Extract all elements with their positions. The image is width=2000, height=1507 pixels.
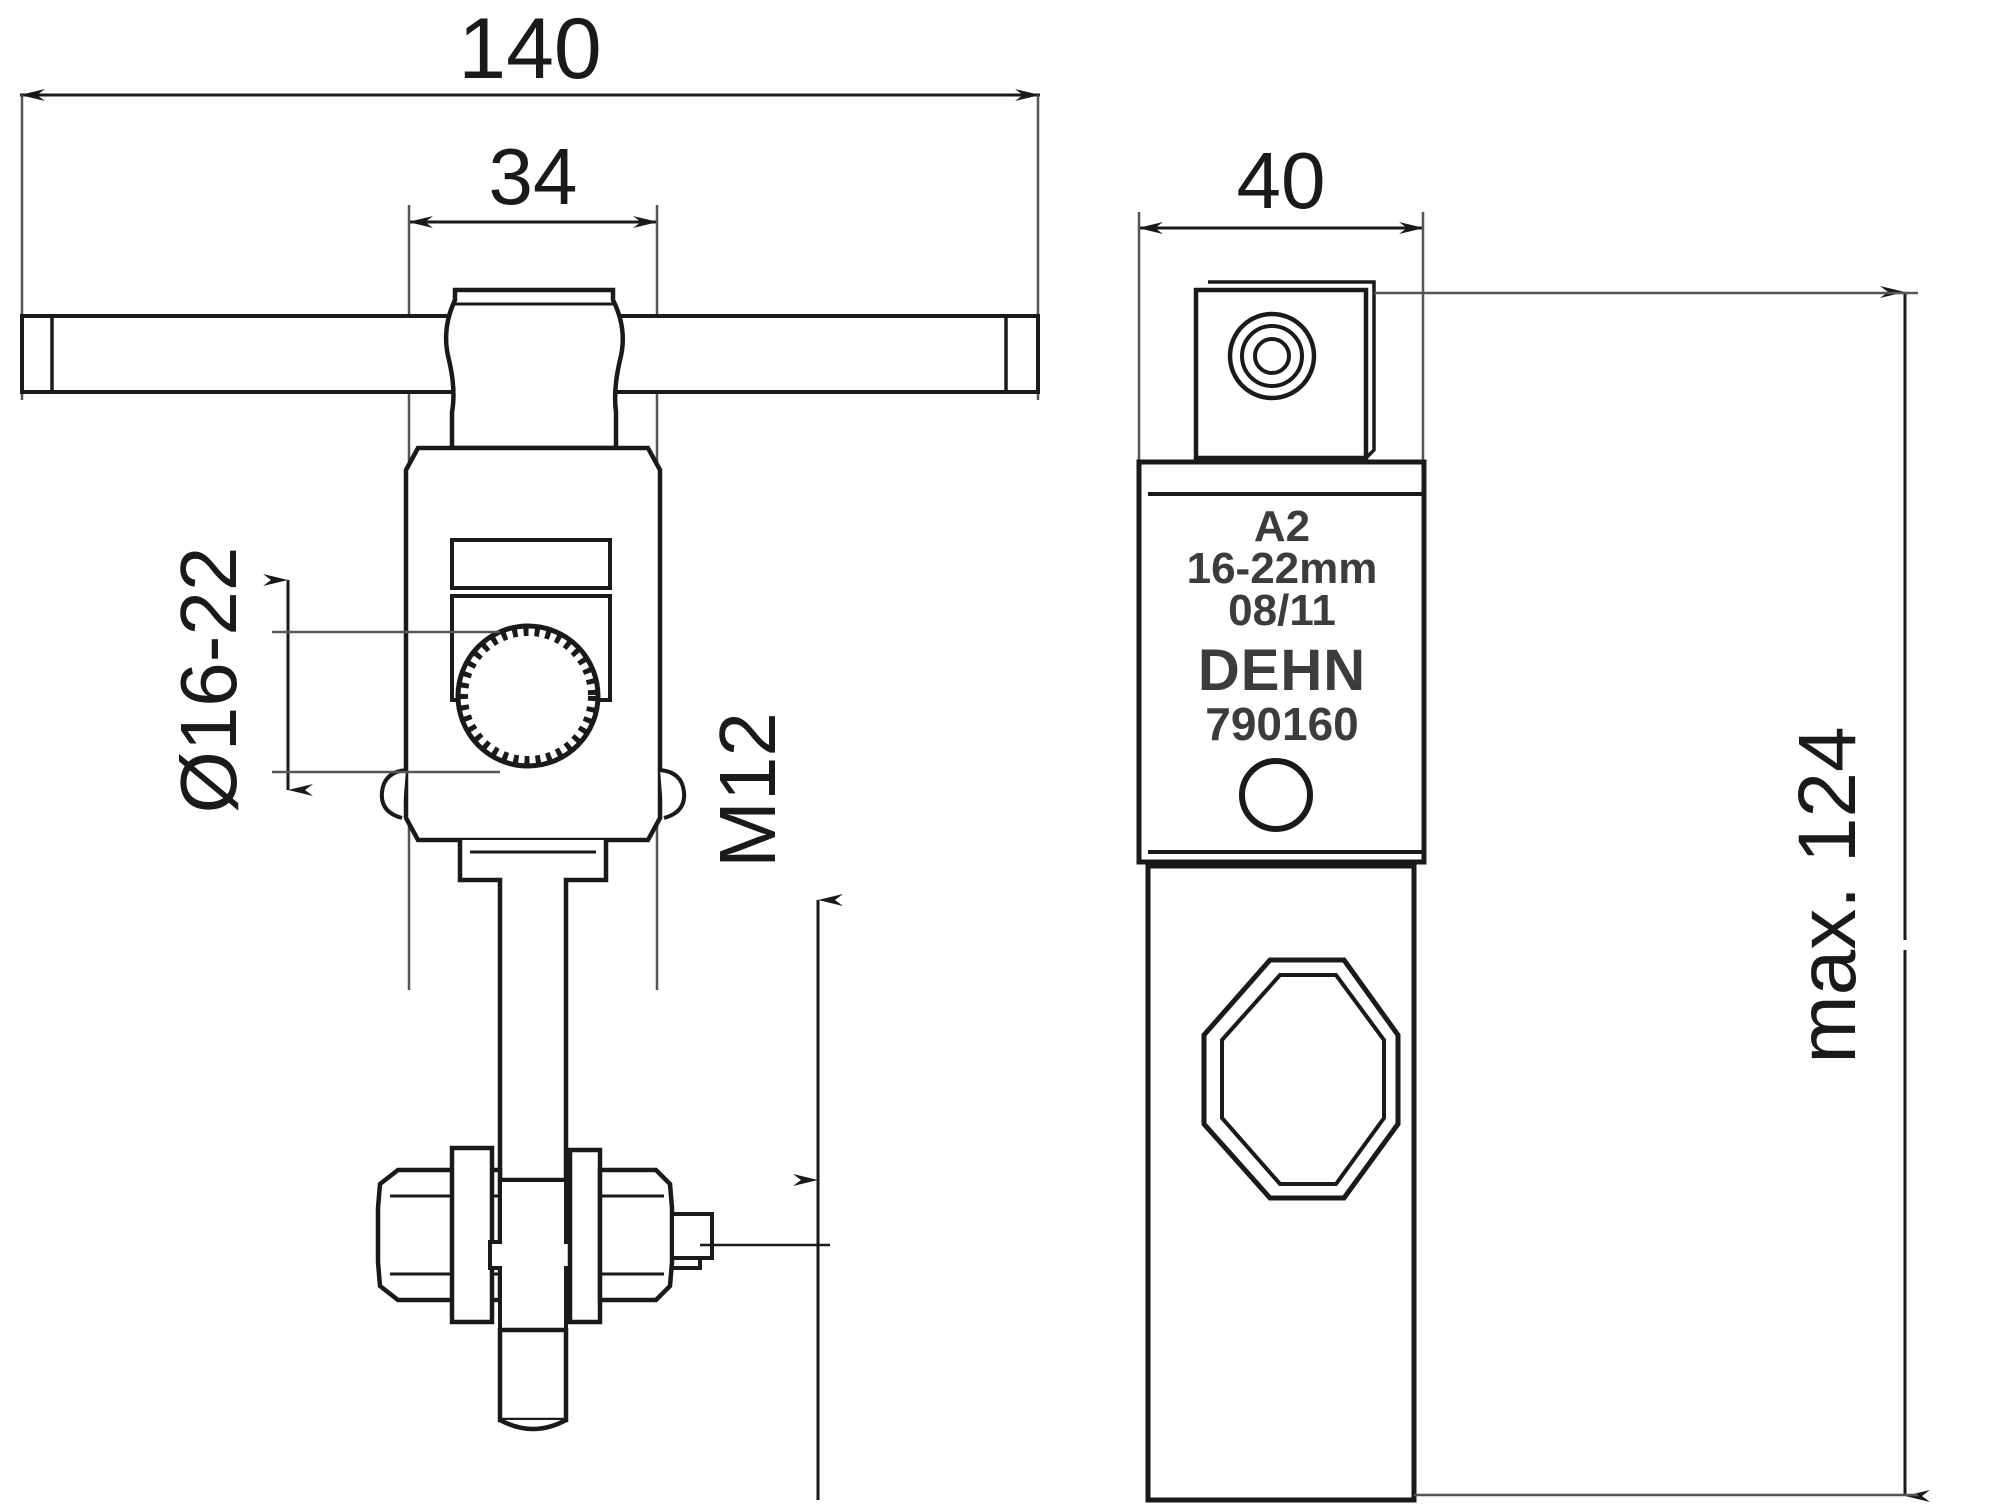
stamp-part-number: 790160: [1205, 698, 1359, 750]
dimension-thread-m12: M12: [700, 712, 843, 1500]
side-view-main-body: [1136, 459, 1427, 865]
side-view-lower-hex-boss: [1145, 863, 1417, 1503]
front-view-clamp-head: [443, 287, 626, 451]
clamp-saddle-body: [443, 287, 626, 451]
strap-lower-rounded-end: [498, 1418, 568, 1432]
dimension-label-m12: M12: [703, 712, 792, 868]
dimension-side-width-40: 40: [1137, 136, 1425, 470]
washer-right: [567, 1147, 603, 1325]
dimension-conductor-diameter: Ø16-22: [164, 547, 500, 814]
dimension-label-diameter: Ø16-22: [164, 547, 253, 814]
clamp-lug-right: [659, 768, 687, 820]
clamp-recess-upper: [450, 538, 612, 590]
threaded-stud-end: [670, 1212, 714, 1260]
dimension-overall-width-140: 140: [20, 1, 1040, 400]
side-top-block-bevel: [1208, 280, 1376, 460]
dimension-label-34: 34: [489, 132, 578, 221]
side-body-hole: [1239, 758, 1313, 832]
hex-recess-inner: [1220, 973, 1386, 1186]
screw-socket-inner: [1253, 337, 1291, 375]
clamp-tongue: [457, 840, 609, 1183]
side-main-body-rect: [1136, 459, 1427, 865]
dimension-label-140: 140: [458, 1, 602, 97]
screw-head-circle: [455, 623, 601, 769]
dimension-label-40: 40: [1237, 136, 1326, 225]
stamp-material: A2: [1254, 502, 1310, 551]
clamp-lug-left: [379, 768, 407, 820]
front-view-clamp-body: [379, 445, 687, 1183]
screw-head-knurl: [460, 628, 596, 764]
front-view-bolt-assembly: [375, 1145, 714, 1432]
dimension-label-124: max. 124: [1782, 726, 1873, 1063]
strap-lower-extension: [497, 1327, 569, 1423]
stamp-date-code: 08/11: [1228, 586, 1336, 635]
dimension-max-height-124: max. 124: [1374, 286, 1930, 1502]
side-view-stamp-text: A2 16-22mm 08/11 DEHN 790160: [1187, 502, 1378, 750]
hex-nut-right: [597, 1167, 675, 1303]
side-view-screw-socket: [1227, 311, 1317, 401]
stamp-range: 16-22mm: [1187, 544, 1378, 593]
washer-left: [449, 1145, 495, 1325]
stamp-brand: DEHN: [1198, 638, 1366, 703]
knurled-screw-head: [455, 623, 601, 769]
side-view-top-block: [1193, 280, 1376, 461]
